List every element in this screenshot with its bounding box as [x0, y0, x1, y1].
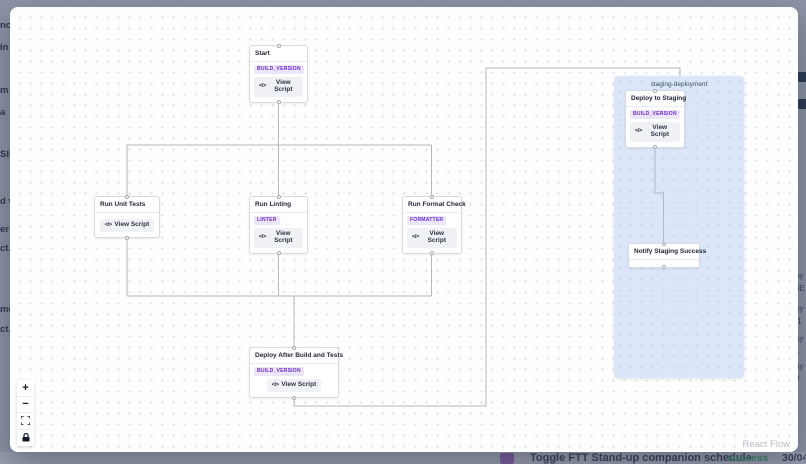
fit-view-icon	[21, 416, 30, 426]
backdrop-left-fragment: me	[0, 304, 11, 315]
node-handle[interactable]	[125, 194, 129, 199]
node-title: Deploy After Build and Tests	[250, 348, 343, 364]
backdrop-left-fragment: no	[0, 20, 11, 31]
node-handle[interactable]	[653, 88, 657, 93]
flow-controls: + −	[17, 380, 34, 446]
node-handle[interactable]	[430, 251, 434, 255]
node-handle[interactable]	[276, 194, 281, 199]
code-icon: </>	[635, 127, 643, 134]
node-title: Run Format Check	[403, 197, 466, 213]
view-script-button[interactable]: </> View Script	[254, 227, 303, 248]
node-title: Notify Staging Success	[629, 244, 706, 260]
backdrop-left-fragment: ct.	[0, 324, 11, 335]
node-handle[interactable]	[653, 145, 657, 149]
backdrop-right-fragment: ay	[795, 362, 804, 371]
workflow-row-status-badge: success	[727, 452, 769, 464]
backdrop-left-fragment: a	[0, 107, 6, 118]
minus-icon: −	[22, 398, 29, 411]
view-script-button[interactable]: </> View Script	[254, 76, 303, 97]
view-script-label: View Script	[281, 381, 317, 388]
node-deploy-to-staging[interactable]: Deploy to Staging BUILD_VERSION </> View…	[625, 88, 686, 149]
view-script-button[interactable]: </> View Script	[266, 378, 322, 392]
node-handle[interactable]	[276, 100, 281, 104]
node-title: Start	[250, 46, 307, 62]
view-script-button[interactable]: </> View Script	[407, 227, 457, 248]
node-handle[interactable]	[292, 395, 296, 400]
code-icon: </>	[412, 233, 420, 240]
lock-icon	[22, 433, 29, 442]
env-var-badge: LINTER	[254, 215, 280, 225]
workflow-row-title: Toggle FTT Stand-up companion schedule	[530, 452, 752, 464]
node-handle[interactable]	[430, 194, 434, 199]
code-icon: </>	[259, 233, 267, 240]
backdrop-right-fragment: I1	[795, 317, 802, 326]
fit-view-button[interactable]	[17, 413, 34, 430]
lock-button[interactable]	[17, 429, 34, 446]
node-run-unit-tests[interactable]: Run Unit Tests </> View Script	[94, 194, 160, 240]
node-handle[interactable]	[292, 345, 296, 350]
backdrop-table-row: Toggle FTT Stand-up companion schedule s…	[0, 452, 806, 464]
env-var-badge: BUILD_VERSION	[254, 64, 304, 74]
backdrop-left-fragment: er	[0, 224, 9, 235]
view-script-label: View Script	[114, 221, 150, 228]
react-flow-attribution[interactable]: React Flow	[739, 438, 793, 451]
node-run-linting[interactable]: Run Linting LINTER </> View Script	[249, 194, 308, 255]
node-notify-staging-success[interactable]: Notify Staging Success	[628, 241, 706, 269]
node-title: Deploy to Staging	[626, 91, 686, 107]
node-handle[interactable]	[276, 43, 281, 48]
code-icon: </>	[104, 221, 112, 228]
backdrop-right-fragment: ay	[795, 334, 804, 343]
group-label: staging-deployment	[650, 81, 708, 88]
backdrop-action-icon	[798, 99, 806, 109]
flow-canvas[interactable]: staging-deployment Start BUILD_VERSION <…	[10, 7, 798, 452]
workflow-detail-modal: staging-deployment Start BUILD_VERSION <…	[10, 7, 798, 452]
node-title: Run Linting	[250, 197, 307, 213]
view-script-label: View Script	[274, 230, 293, 244]
view-script-label: View Script	[427, 230, 446, 244]
node-title: Run Unit Tests	[95, 197, 159, 213]
backdrop-left-fragment: in	[0, 42, 9, 53]
node-handle[interactable]	[662, 241, 666, 246]
backdrop-right-fragment: 3E	[795, 284, 805, 293]
zoom-in-button[interactable]: +	[17, 380, 34, 397]
backdrop-left-fragment: Sli	[0, 149, 11, 160]
backdrop-right-fragment: ay	[795, 271, 804, 280]
plus-icon: +	[22, 381, 29, 394]
code-icon: </>	[259, 82, 267, 89]
workflow-avatar-icon	[500, 453, 514, 464]
backdrop-left-fragment: ct.	[0, 243, 11, 254]
view-script-button[interactable]: </> View Script	[99, 218, 155, 232]
view-script-label: View Script	[274, 79, 293, 93]
node-run-format-check[interactable]: Run Format Check FORMATTER </> View Scri…	[402, 194, 466, 255]
node-handle[interactable]	[125, 235, 129, 240]
workflow-row-date: 30/04	[782, 452, 806, 464]
backdrop-right-fragment: ay	[795, 304, 804, 313]
view-script-label: View Script	[650, 124, 669, 138]
zoom-out-button[interactable]: −	[17, 396, 34, 413]
backdrop-left-fragment: m	[0, 85, 9, 96]
node-deploy-after-build[interactable]: Deploy After Build and Tests BUILD_VERSI…	[249, 345, 343, 400]
code-icon: </>	[271, 381, 279, 388]
backdrop-left-fragment: d v	[0, 196, 11, 207]
node-handle[interactable]	[276, 251, 281, 255]
backdrop-action-icon	[798, 72, 806, 82]
node-start[interactable]: Start BUILD_VERSION </> View Script	[249, 43, 308, 104]
env-var-badge: FORMATTER	[407, 215, 447, 225]
env-var-badge: BUILD_VERSION	[254, 366, 304, 376]
node-handle[interactable]	[662, 265, 666, 269]
env-var-badge: BUILD_VERSION	[630, 109, 680, 119]
view-script-button[interactable]: </> View Script	[630, 121, 680, 142]
